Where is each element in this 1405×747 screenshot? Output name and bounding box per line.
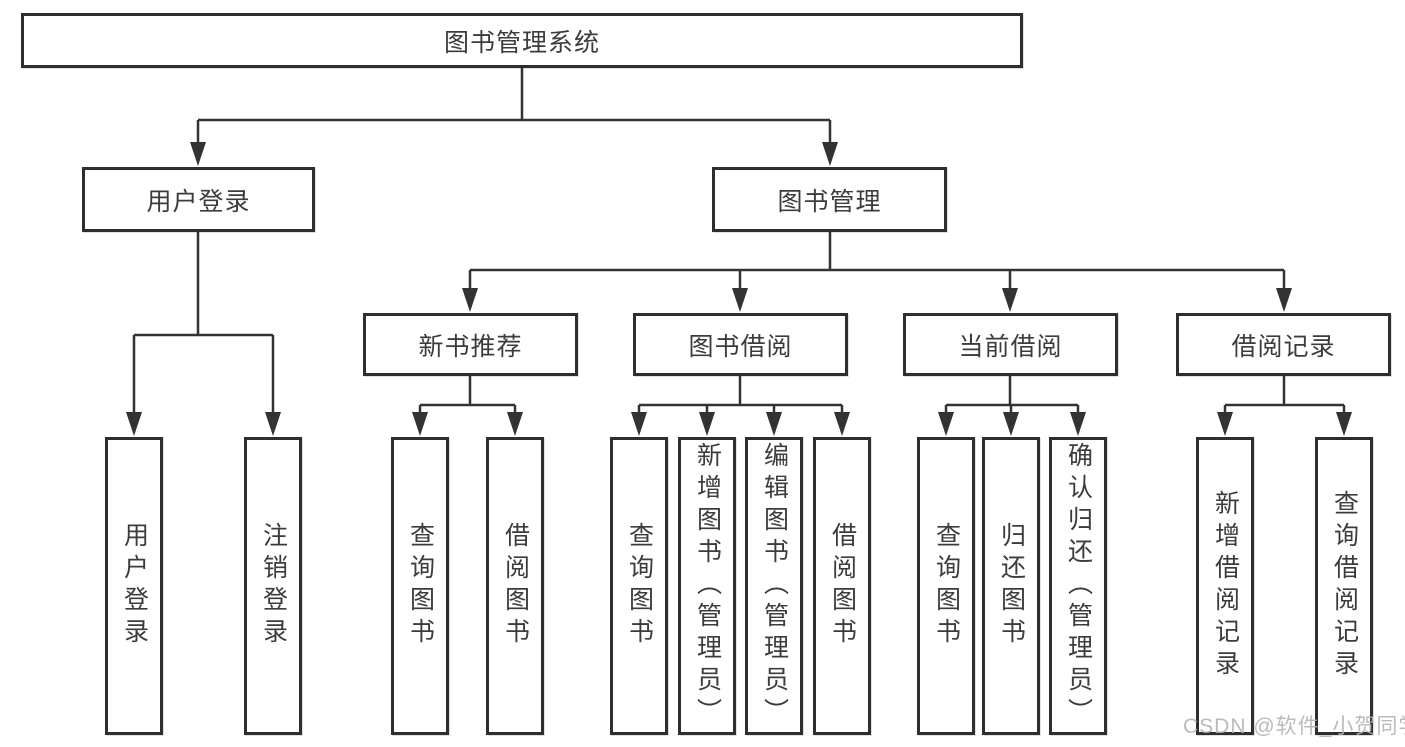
leaf-borrow-books-recommend-label: 借阅图书 bbox=[501, 522, 530, 650]
csdn-watermark: CSDN @软件_小贺同学 bbox=[1183, 715, 1405, 738]
leaf-add-borrow-record: 新增借阅记录 bbox=[1196, 437, 1254, 735]
leaf-query-books-current: 查询图书 bbox=[917, 437, 975, 735]
node-current-borrow: 当前借阅 bbox=[903, 313, 1118, 376]
node-new-book-recommend: 新书推荐 bbox=[363, 313, 578, 376]
leaf-borrow-books-label: 借阅图书 bbox=[828, 522, 857, 650]
leaf-return-book-label: 归还图书 bbox=[997, 522, 1026, 650]
leaf-borrow-books: 借阅图书 bbox=[813, 437, 871, 735]
leaf-add-book-admin-label: 新增图书（管理员） bbox=[693, 442, 722, 730]
leaf-query-books-recommend-label: 查询图书 bbox=[406, 522, 435, 650]
leaf-query-books-borrow: 查询图书 bbox=[610, 437, 668, 735]
node-user-login: 用户登录 bbox=[82, 167, 315, 232]
leaf-add-borrow-record-label: 新增借阅记录 bbox=[1211, 490, 1240, 682]
leaf-edit-book-admin: 编辑图书（管理员） bbox=[745, 437, 803, 735]
node-root: 图书管理系统 bbox=[21, 13, 1023, 68]
leaf-return-book: 归还图书 bbox=[982, 437, 1040, 735]
leaf-user-login-label: 用户登录 bbox=[120, 522, 149, 650]
leaf-borrow-books-recommend: 借阅图书 bbox=[486, 437, 544, 735]
leaf-user-login: 用户登录 bbox=[105, 437, 163, 735]
node-book-borrow: 图书借阅 bbox=[633, 313, 848, 376]
leaf-logout-label: 注销登录 bbox=[259, 522, 288, 650]
leaf-add-book-admin: 新增图书（管理员） bbox=[678, 437, 736, 735]
leaf-query-borrow-record-label: 查询借阅记录 bbox=[1330, 490, 1359, 682]
leaf-confirm-return-admin-label: 确认归还（管理员） bbox=[1064, 442, 1093, 730]
node-book-management: 图书管理 bbox=[712, 167, 947, 232]
node-borrow-records: 借阅记录 bbox=[1176, 313, 1391, 376]
leaf-logout: 注销登录 bbox=[244, 437, 302, 735]
leaf-query-books-recommend: 查询图书 bbox=[391, 437, 449, 735]
leaf-query-books-borrow-label: 查询图书 bbox=[625, 522, 654, 650]
arrowheads bbox=[126, 142, 1352, 436]
leaf-query-borrow-record: 查询借阅记录 bbox=[1315, 437, 1373, 735]
leaf-query-books-current-label: 查询图书 bbox=[932, 522, 961, 650]
leaf-edit-book-admin-label: 编辑图书（管理员） bbox=[760, 442, 789, 730]
leaf-confirm-return-admin: 确认归还（管理员） bbox=[1049, 437, 1107, 735]
